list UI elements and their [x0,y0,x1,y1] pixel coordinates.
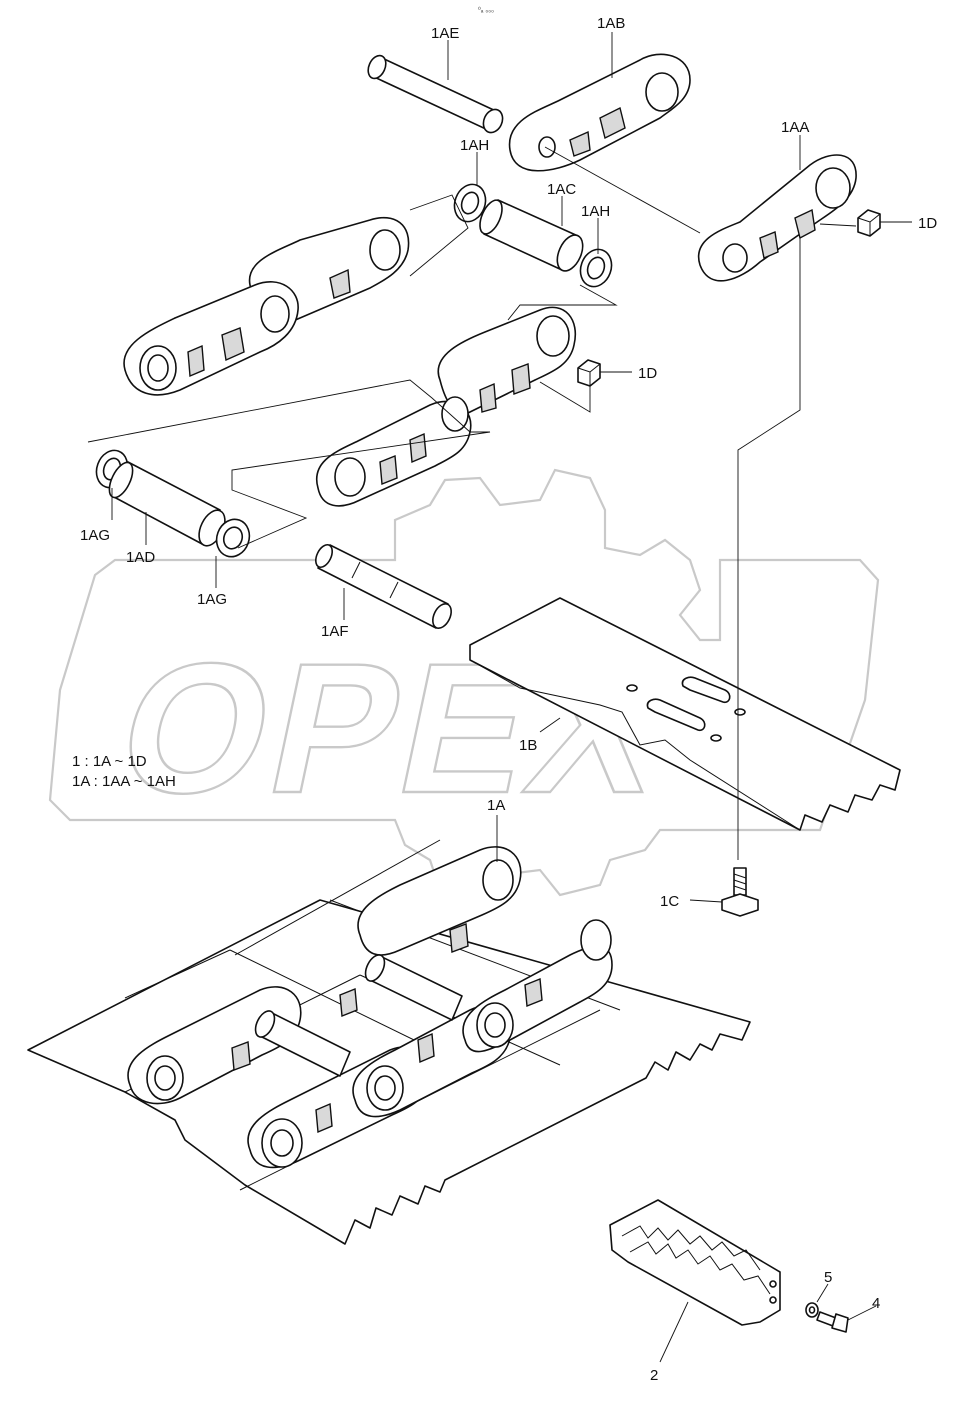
pin-1AF [314,543,452,629]
label-1A: 1A [487,797,505,814]
bolt-4 [816,1311,849,1333]
nut-1D-top [857,209,881,237]
link-1AA [697,154,857,282]
nut-1D-middle [577,359,601,387]
link-1AB [508,53,691,172]
callout-labels: 1AE 1AB 1AA 1AH 1AC 1AH 1D 1D 1AG 1AD 1A… [80,15,937,1384]
seal-1AH-top [453,183,487,223]
note-line-1: 1 : 1A ~ 1D [72,753,147,770]
label-1AA: 1AA [781,119,809,136]
label-1AG-left: 1AG [80,527,110,544]
label-1AE: 1AE [431,25,459,42]
bushing-1AC [479,199,584,272]
shoe-1B [469,597,901,831]
bushing-1AD [95,449,251,558]
label-1AD: 1AD [126,549,155,566]
label-1AH-right: 1AH [581,203,610,220]
label-1D-mid: 1D [638,365,657,382]
guard-2 [609,1199,781,1326]
track-assembly-1A [27,839,751,1245]
watermark-gear-outline [48,468,880,902]
label-1B: 1B [519,737,537,754]
label-1AC: 1AC [547,181,576,198]
seal-1AH-right [579,248,613,288]
link-upper-left [123,216,410,396]
assembly-notes: 1 : 1A ~ 1D 1A : 1AA ~ 1AH [72,753,176,790]
label-1D-top: 1D [918,215,937,232]
link-middle [315,306,577,507]
label-5: 5 [824,1269,832,1286]
label-4: 4 [872,1295,880,1312]
assembly-guide-lines [87,146,857,860]
pin-1AE [367,54,504,134]
watermark-logo: OPEX [48,468,880,902]
label-1AF: 1AF [321,623,349,640]
bolt-1C [721,867,759,917]
label-1AG-bottom: 1AG [197,591,227,608]
label-1AH-top: 1AH [460,137,489,154]
note-line-2: 1A : 1AA ~ 1AH [72,773,176,790]
label-2: 2 [650,1367,658,1384]
header-mark: ⁰ₐ ₀₀₀ [478,6,494,14]
label-1C: 1C [660,893,679,910]
label-1AB: 1AB [597,15,625,32]
leader-lines [111,32,912,1363]
washer-5 [805,1302,819,1318]
